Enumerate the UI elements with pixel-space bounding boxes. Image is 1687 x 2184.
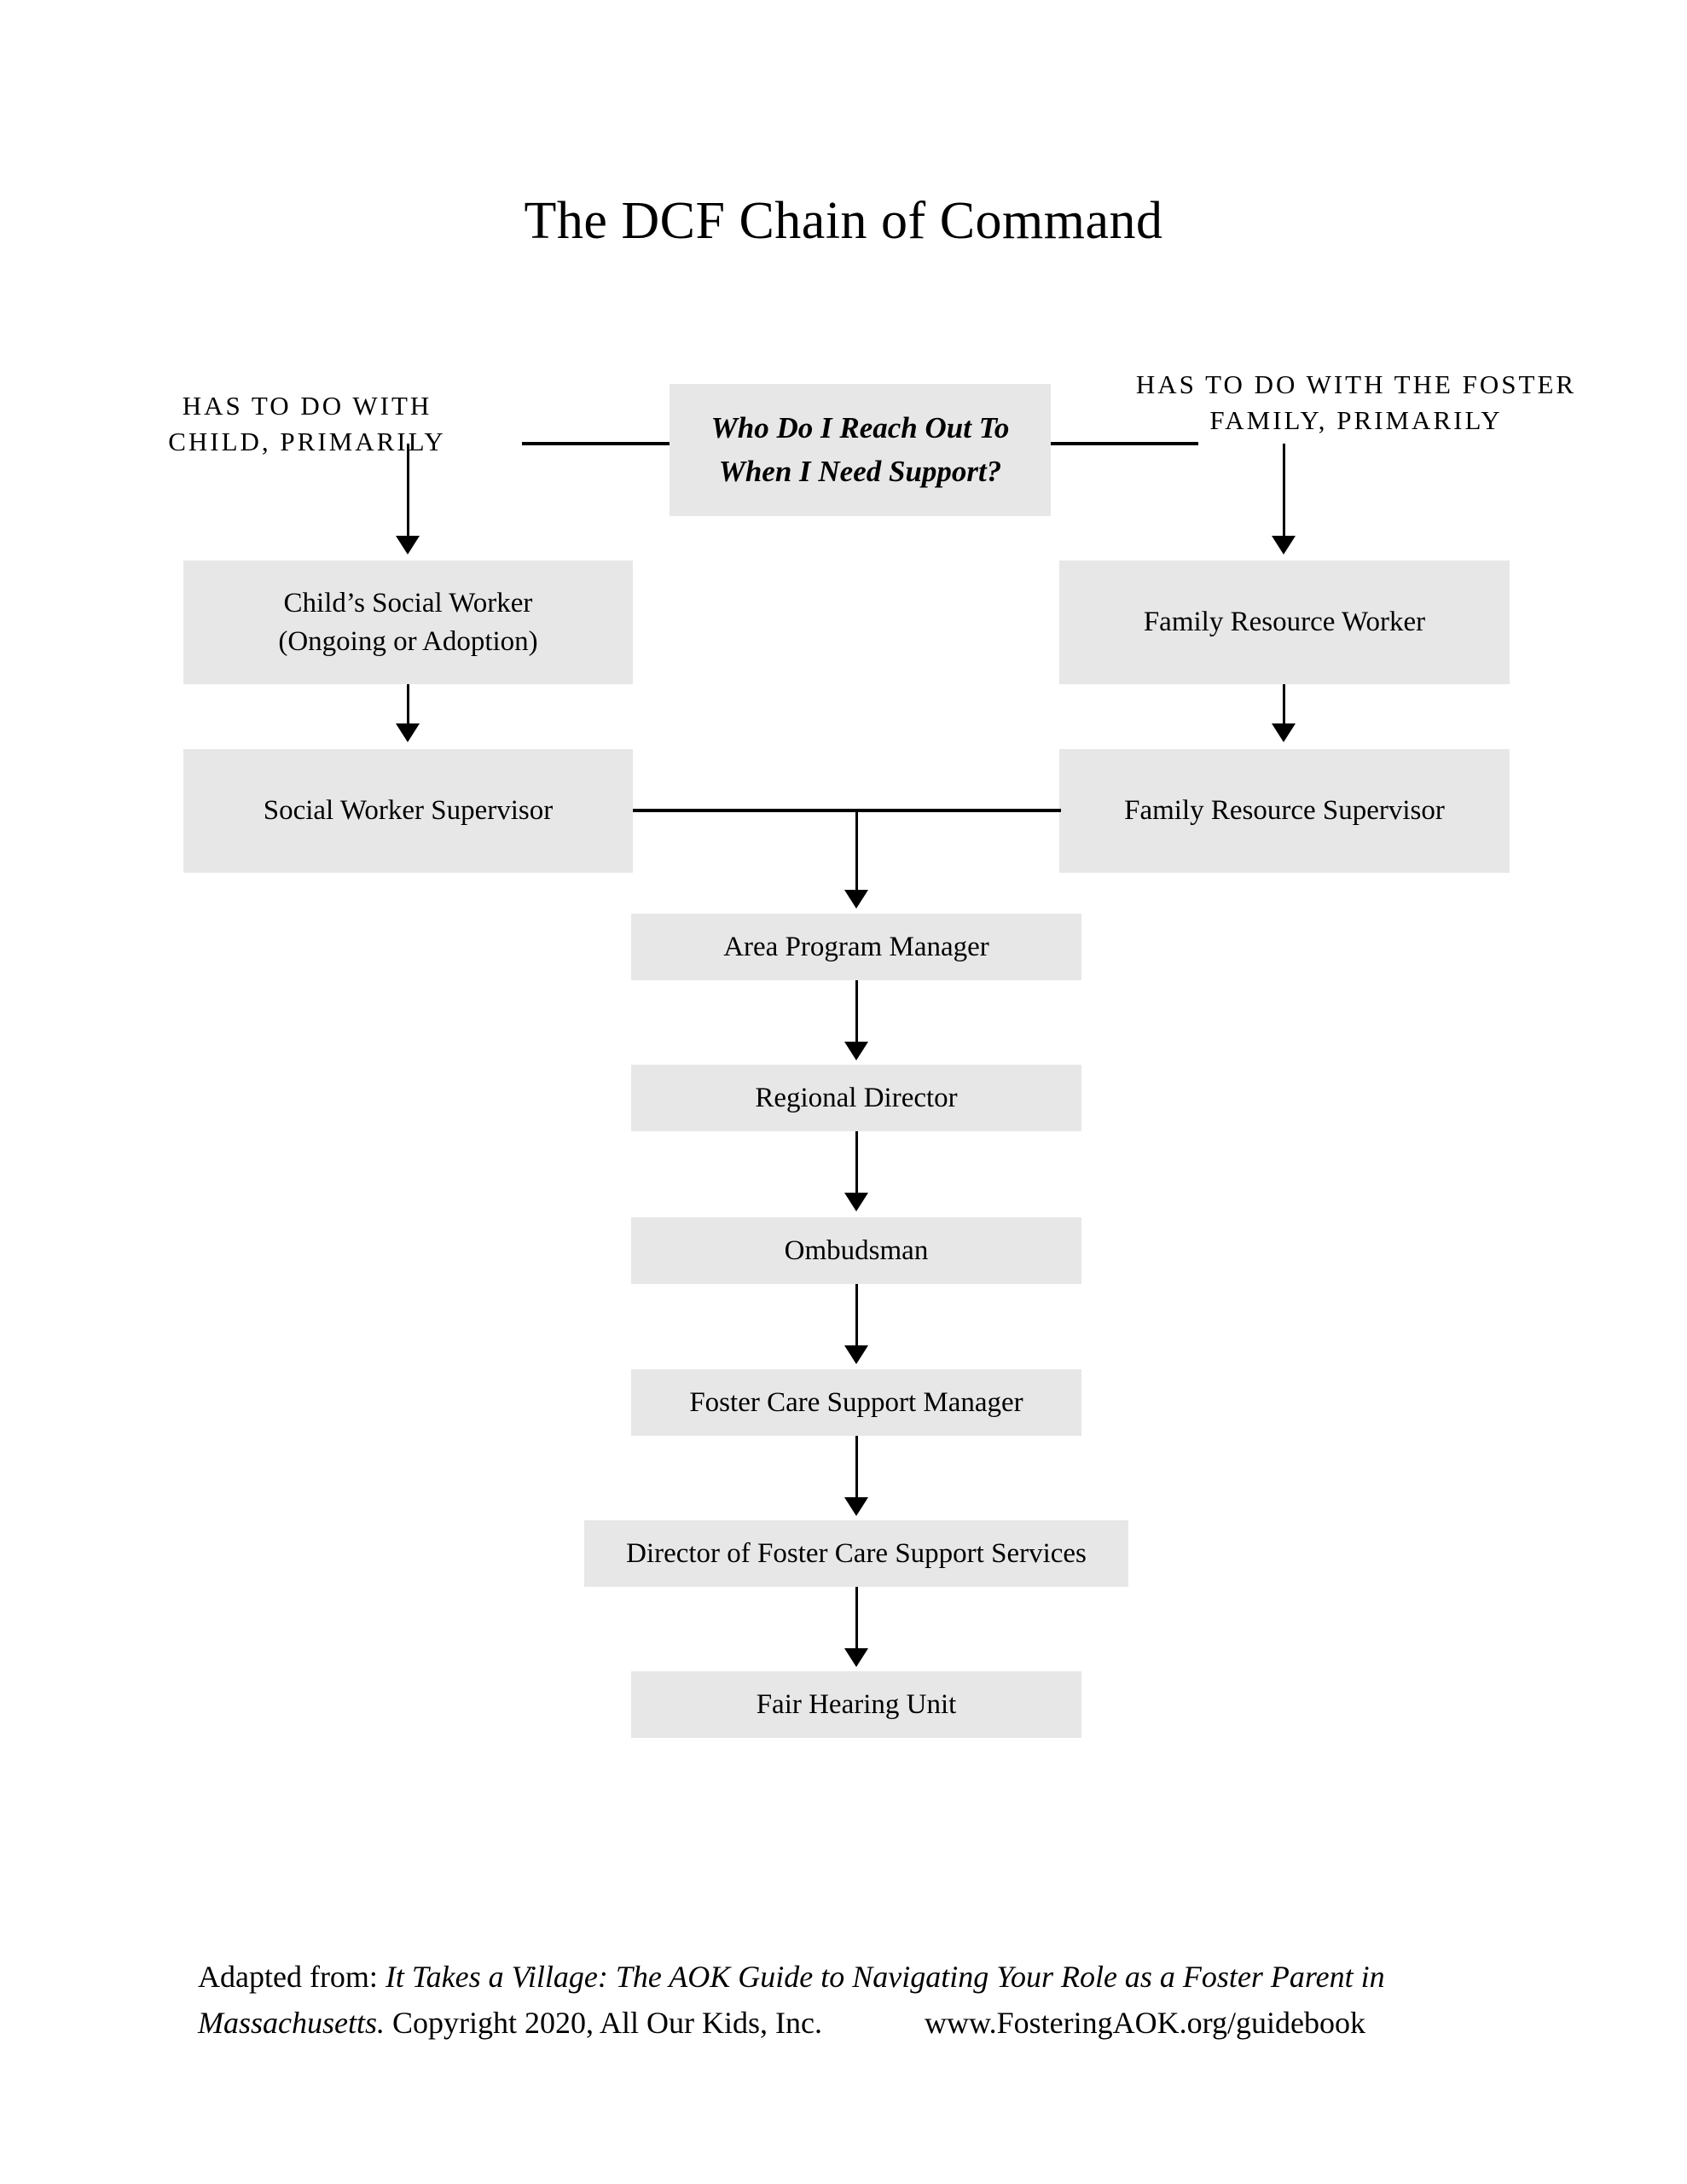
arrowhead-area-pm-to-regional-director <box>844 1042 868 1060</box>
footer-attribution: Adapted from: It Takes a Village: The AO… <box>198 1954 1511 2046</box>
connector-left-caption-to-child-sw <box>407 444 409 539</box>
node-director-of-foster-care-support-services: Director of Foster Care Support Services <box>584 1520 1128 1587</box>
arrowhead-right-caption-to-family-resource-worker <box>1272 536 1296 555</box>
connector-question-to-left-branch <box>522 442 671 445</box>
node-area-program-manager: Area Program Manager <box>631 914 1081 980</box>
arrowhead-left-caption-to-child-sw <box>396 536 420 555</box>
child-sw-line-1: Child’s Social Worker <box>283 587 533 619</box>
node-fair-hearing-unit: Fair Hearing Unit <box>631 1671 1081 1738</box>
connector-supervisors-join <box>633 809 1061 812</box>
connector-fcs-manager-to-director-fcss <box>855 1436 858 1500</box>
caption-foster-family-branch: HAS TO DO WITH THE FOSTER FAMILY, PRIMAR… <box>1135 369 1577 435</box>
arrowhead-director-fcss-to-fair-hearing-unit <box>844 1648 868 1667</box>
footer-work-title: It Takes a Village: The AOK Guide to Nav… <box>198 1960 1385 2040</box>
arrowhead-regional-director-to-ombudsman <box>844 1193 868 1211</box>
connector-child-sw-to-sw-supervisor <box>407 684 409 727</box>
node-foster-care-support-manager: Foster Care Support Manager <box>631 1369 1081 1436</box>
connector-regional-director-to-ombudsman <box>855 1131 858 1195</box>
node-question-box: Who Do I Reach Out To When I Need Suppor… <box>670 384 1051 516</box>
connector-area-pm-to-regional-director <box>855 980 858 1044</box>
question-line-2: When I Need Support? <box>718 454 1002 488</box>
connector-director-fcss-to-fair-hearing-unit <box>855 1587 858 1651</box>
node-social-worker-supervisor: Social Worker Supervisor <box>183 749 633 873</box>
arrowhead-ombudsman-to-fcs-manager <box>844 1345 868 1364</box>
caption-child-branch: HAS TO DO WITH CHILD, PRIMARILY <box>168 391 446 456</box>
footer-website-url[interactable]: www.FosteringAOK.org/guidebook <box>924 2006 1365 2040</box>
node-regional-director: Regional Director <box>631 1065 1081 1131</box>
connector-join-to-area-program-manager <box>855 810 858 894</box>
node-family-resource-supervisor: Family Resource Supervisor <box>1059 749 1510 873</box>
footer-adapted-from-label: Adapted from: <box>198 1960 386 1994</box>
node-childs-social-worker: Child’s Social Worker (Ongoing or Adopti… <box>183 561 633 684</box>
node-family-resource-worker: Family Resource Worker <box>1059 561 1510 684</box>
connector-right-caption-to-family-resource-worker <box>1283 444 1285 539</box>
arrowhead-child-sw-to-sw-supervisor <box>396 723 420 742</box>
page-title: The DCF Chain of Command <box>524 192 1163 250</box>
question-line-1: Who Do I Reach Out To <box>710 410 1010 444</box>
connector-ombudsman-to-fcs-manager <box>855 1284 858 1348</box>
node-ombudsman: Ombudsman <box>631 1217 1081 1284</box>
arrowhead-frw-to-fr-supervisor <box>1272 723 1296 742</box>
arrowhead-fcs-manager-to-director-fcss <box>844 1497 868 1516</box>
child-sw-line-2: (Ongoing or Adoption) <box>278 625 538 657</box>
connector-question-to-right-branch <box>1049 442 1198 445</box>
footer-copyright: Copyright 2020, All Our Kids, Inc. <box>385 2006 822 2040</box>
connector-frw-to-fr-supervisor <box>1283 684 1285 727</box>
arrowhead-join-to-area-program-manager <box>844 890 868 909</box>
